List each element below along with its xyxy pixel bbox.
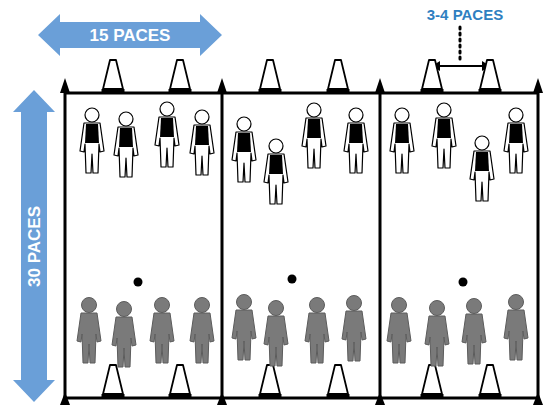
length-dimension: 30 PACES [26, 206, 43, 287]
white-team-players [80, 102, 528, 204]
width-dimension: 15 PACES [90, 27, 171, 44]
gap-dimension: 3-4 PACES [427, 7, 503, 22]
corner-markers [60, 78, 543, 405]
width-arrow [38, 14, 222, 56]
goal-cones [102, 60, 502, 398]
gap-arrow [432, 61, 490, 71]
length-arrow [13, 90, 55, 402]
grey-team-players [77, 295, 528, 368]
pitch-lines [65, 93, 538, 398]
balls [134, 275, 468, 287]
dotted-leader [459, 27, 462, 60]
